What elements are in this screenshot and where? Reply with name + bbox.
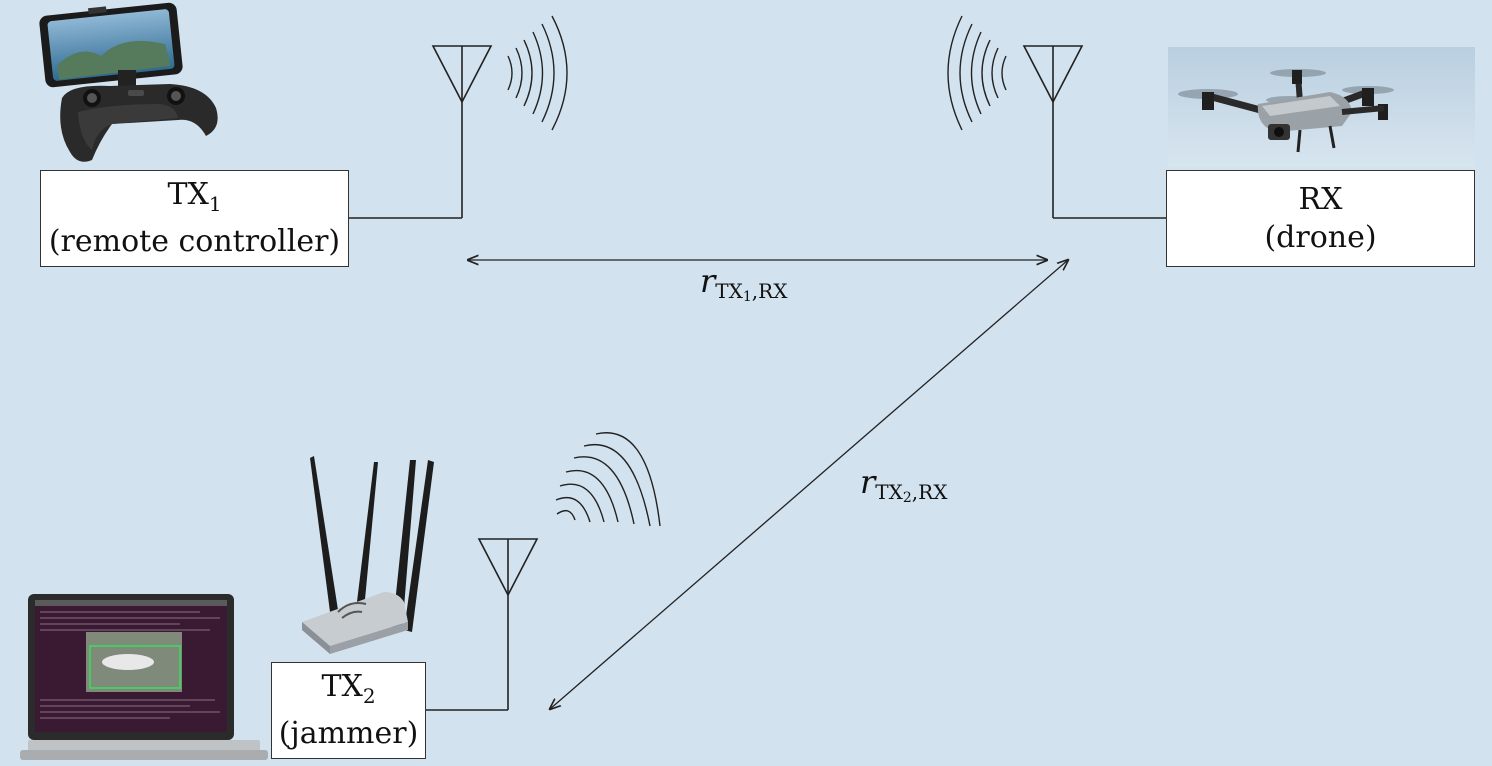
tx1-radio-waves-icon xyxy=(507,15,568,131)
tx2-radio-waves-icon xyxy=(555,432,661,527)
distance-arrow-tx2-rx xyxy=(550,260,1068,709)
rx-title: RX xyxy=(1298,181,1343,217)
tx2-antenna xyxy=(477,538,539,710)
tx1-box: TX1 (remote controller) xyxy=(40,170,349,267)
rx-box: RX (drone) xyxy=(1166,170,1475,267)
tx1-title: TX1 xyxy=(167,177,222,216)
distance-label-tx2-rx: rTX2,RX xyxy=(860,463,948,506)
distance-label-var: r xyxy=(700,262,716,300)
distance-label-tx1-rx: rTX1,RX xyxy=(700,262,788,305)
tx2-index: 2 xyxy=(362,684,376,708)
rx-role: (drone) xyxy=(1264,219,1377,255)
tx1-antenna xyxy=(431,45,493,218)
tx2-role: (jammer) xyxy=(278,716,419,751)
rx-antenna xyxy=(1022,45,1084,218)
distance-label-sub: TX2,RX xyxy=(875,480,948,506)
tx1-index: 1 xyxy=(208,192,222,216)
tx2-title: TX2 xyxy=(321,669,376,708)
tx1-role: (remote controller) xyxy=(48,224,341,259)
rx-radio-waves-icon xyxy=(947,15,1007,131)
laptop-image xyxy=(20,594,268,760)
drone-image xyxy=(1168,47,1475,167)
distance-label-var: r xyxy=(860,463,876,501)
remote-controller-image xyxy=(39,2,218,162)
distance-label-sub: TX1,RX xyxy=(715,279,788,305)
jammer-image xyxy=(302,456,434,654)
tx2-box: TX2 (jammer) xyxy=(271,662,426,759)
